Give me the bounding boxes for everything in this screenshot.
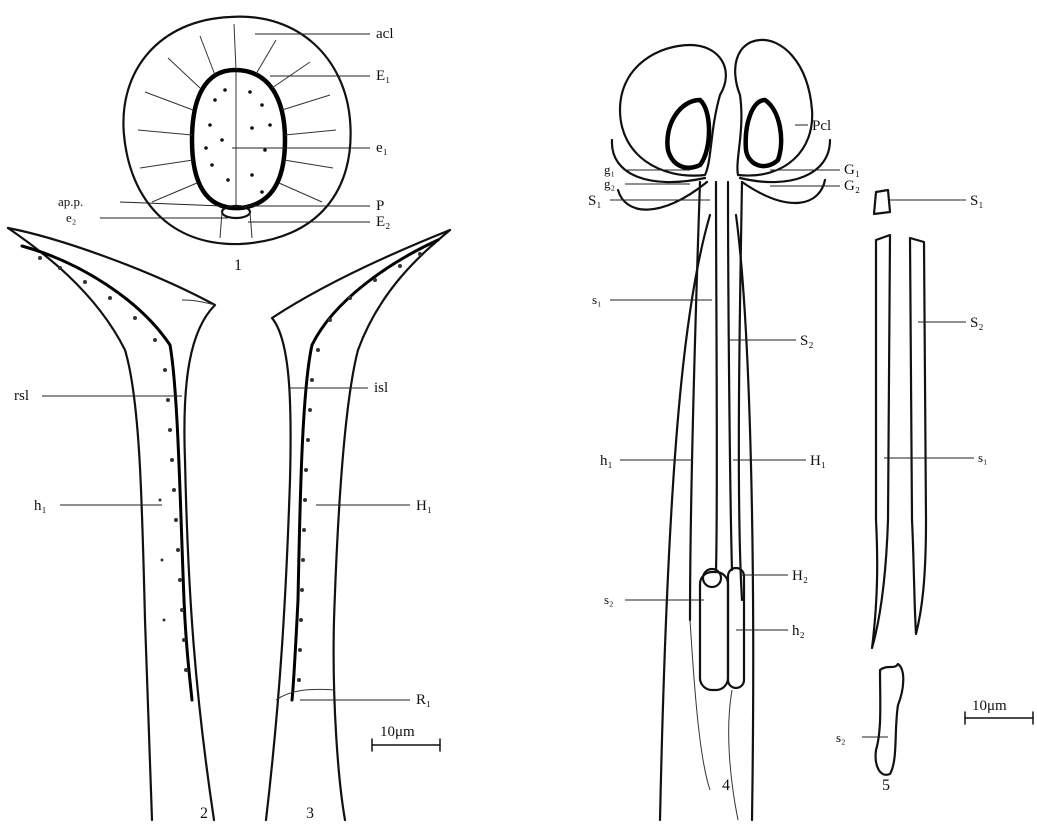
- label-acl: acl: [376, 26, 393, 42]
- label-H2: H₂: [792, 568, 808, 584]
- figure-number-2: 2: [200, 805, 208, 822]
- label-S2-fig4: S₂: [800, 333, 814, 349]
- figure-number-4: 4: [722, 777, 730, 794]
- label-H1-fig4: H₁: [810, 453, 826, 469]
- label-e2: e₂: [66, 210, 76, 225]
- label-g2: g₂: [604, 176, 615, 191]
- label-P: P: [376, 198, 384, 214]
- label-G1: G₁: [844, 162, 860, 178]
- label-s2-fig4: s₂: [604, 592, 614, 607]
- label-E1: E₁: [376, 68, 390, 84]
- label-S2-fig5: S₂: [970, 315, 984, 331]
- figure-4-twin-stalks: Pcl g₁ g₂ G₁ G₂ S₁ s₁ S₂ h₁ H₁ H₂ s₂ h₂ …: [588, 40, 860, 820]
- label-G2: G₂: [844, 178, 860, 194]
- figure-number-3: 3: [306, 805, 314, 822]
- label-g1: g₁: [604, 162, 615, 177]
- figure-number-5: 5: [882, 777, 890, 794]
- label-h1-fig2: h₁: [34, 498, 47, 514]
- label-isl: isl: [374, 380, 388, 396]
- figure-1-cross-section: acl E₁ e₁ ap.p. P e₂ E₂ 1: [58, 17, 393, 274]
- scale-bar-label-left: 10μm: [380, 724, 415, 740]
- label-ap-p: ap.p.: [58, 194, 83, 209]
- figure-3-right-stalk: isl H₁ R₁ 10μm 3: [266, 230, 450, 822]
- label-H1-fig3: H₁: [416, 498, 432, 514]
- label-s1-fig5: s₁: [978, 450, 988, 465]
- figure-2-left-stalk: rsl h₁ 2: [8, 228, 215, 822]
- label-h2: h₂: [792, 623, 805, 639]
- label-S1-fig5: S₁: [970, 193, 984, 209]
- label-s1-fig4: s₁: [592, 292, 602, 307]
- label-rsl: rsl: [14, 388, 29, 404]
- label-s2-fig5: s₂: [836, 730, 846, 745]
- figure-5-cells: S₁ S₂ s₁ s₂ 10μm 5: [836, 190, 1033, 794]
- label-R1: R₁: [416, 692, 431, 708]
- label-S1-fig4: S₁: [588, 193, 602, 209]
- label-e1: e₁: [376, 140, 388, 156]
- label-Pcl: Pcl: [812, 118, 831, 134]
- figure-number-1: 1: [234, 257, 242, 274]
- label-h1-fig4: h₁: [600, 453, 613, 469]
- scale-bar-label-right: 10μm: [972, 698, 1007, 714]
- label-E2: E₂: [376, 214, 390, 230]
